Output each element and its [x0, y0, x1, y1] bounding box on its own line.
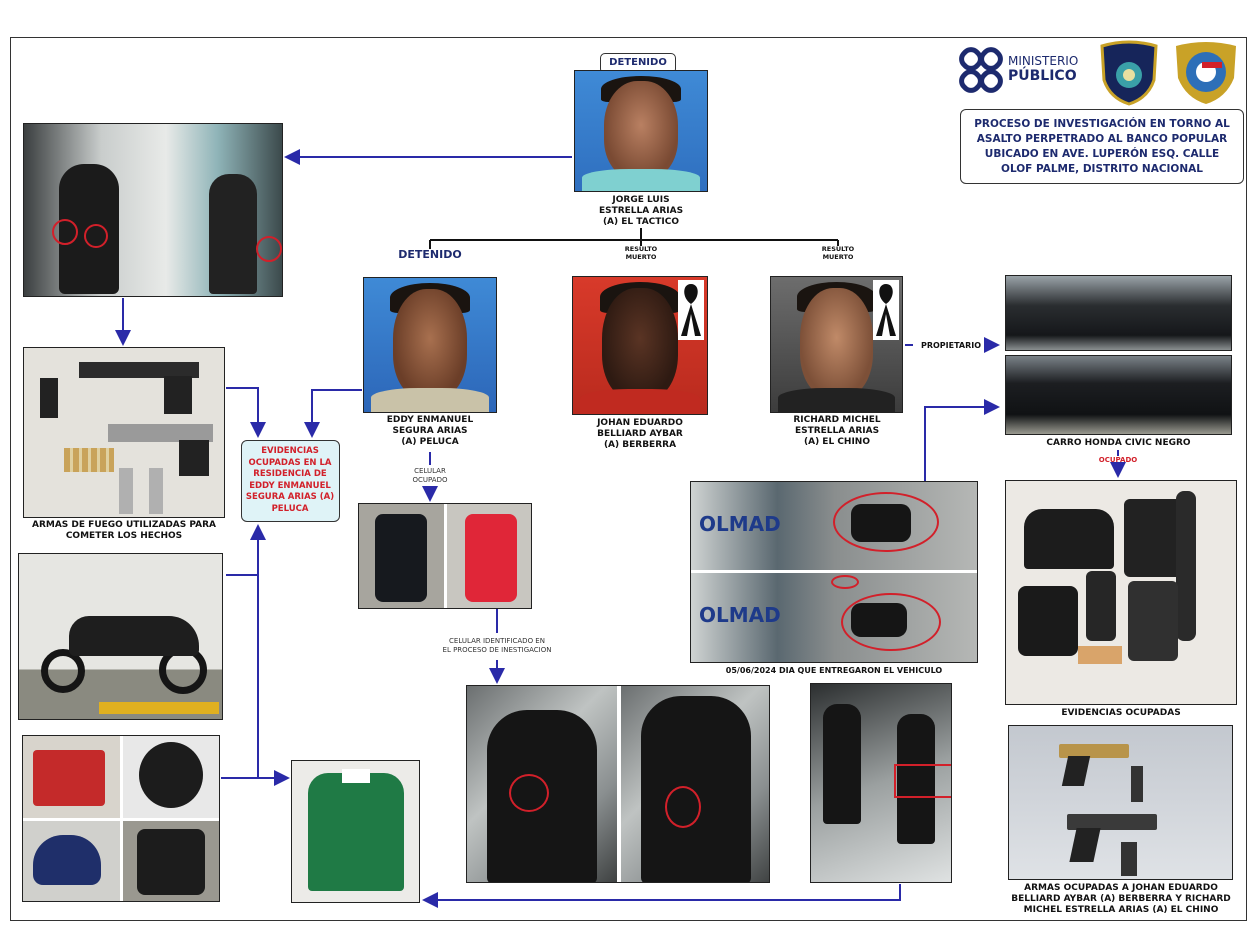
street-cctv-photo — [810, 683, 952, 883]
mugshot-eddy — [363, 277, 497, 413]
evidencias-residencia-box: EVIDENCIAS OCUPADAS EN LA RESIDENCIA DE … — [241, 440, 340, 522]
vehicle-cctv-photo: OLMAD OLMAD — [690, 481, 978, 663]
vehiculo-fecha-label: 05/06/2024 DIA QUE ENTREGARON EL VEHICUL… — [725, 666, 943, 675]
mugshot-richard — [770, 276, 903, 413]
motorcycle-photo — [18, 553, 223, 720]
car-rear-photo — [1005, 355, 1232, 435]
robbers-cctv-photo — [466, 685, 770, 883]
armas-ocupadas-label: ARMAS OCUPADAS A JOHAN EDUARDO BELLIARD … — [1011, 883, 1231, 915]
armas-de-fuego-photo — [23, 347, 225, 518]
car-front-photo — [1005, 275, 1232, 351]
items-photo-grid — [22, 735, 220, 902]
ministerio-publico-logo: MINISTERIO PÚBLICO — [958, 44, 1088, 96]
car-label: CARRO HONDA CIVIC NEGRO — [1046, 438, 1191, 448]
dicrim-badge — [1172, 40, 1240, 106]
ministerio-knot-icon — [959, 47, 1003, 93]
diagram-frame — [10, 37, 1247, 921]
policia-nacional-badge — [1098, 40, 1160, 106]
armas-ocupadas-photo — [1008, 725, 1233, 880]
ocupado-label: OCUPADO — [1098, 456, 1138, 464]
mugshot-johan — [572, 276, 708, 415]
celular-ocupado-photo — [358, 503, 532, 609]
evidencias-ocupadas-photo — [1005, 480, 1237, 705]
propietario-label: PROPIETARIO — [920, 341, 982, 350]
page-title: PROCESO DE INVESTIGACIÓN EN TORNO AL ASA… — [974, 118, 1230, 175]
green-shirt-photo — [291, 760, 420, 903]
evidencias-ocupadas-label: EVIDENCIAS OCUPADAS — [1061, 708, 1181, 718]
mugshot-jorge-luis — [574, 70, 708, 192]
mourning-ribbon-icon — [873, 280, 899, 340]
status-label-detenido: DETENIDO — [398, 248, 462, 261]
mourning-ribbon-icon — [678, 280, 704, 340]
bank-cctv-photo — [23, 123, 283, 297]
armas-de-fuego-label: ARMAS DE FUEGO UTILIZADAS PARA COMETER L… — [31, 520, 216, 541]
title-box: PROCESO DE INVESTIGACIÓN EN TORNO AL ASA… — [960, 109, 1244, 184]
